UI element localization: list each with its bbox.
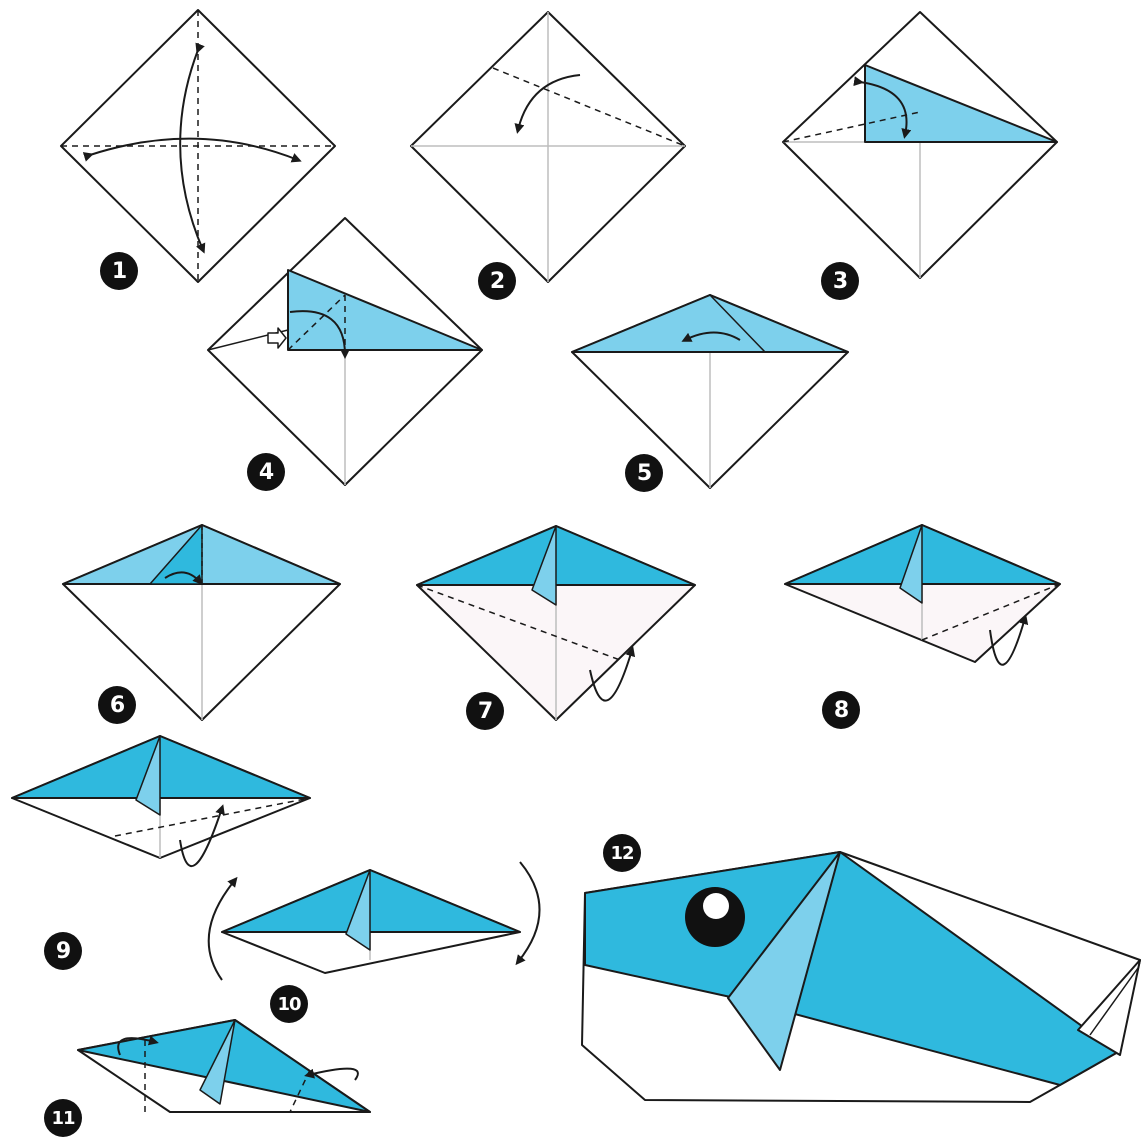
step-number-4: 4 <box>247 453 285 491</box>
step-1-figure <box>61 10 335 282</box>
step-number-12: 12 <box>603 834 641 872</box>
whale-eye-highlight <box>703 893 729 919</box>
step-4-figure <box>208 218 482 485</box>
step-number-10: 10 <box>270 985 308 1023</box>
step-3-figure <box>783 12 1057 278</box>
step-10-figure <box>209 862 540 980</box>
step-5-figure <box>572 295 848 488</box>
step-9-figure <box>12 736 310 866</box>
step-number-1: 1 <box>100 252 138 290</box>
step-number-2: 2 <box>478 262 516 300</box>
step-number-5: 5 <box>625 454 663 492</box>
step-8-figure <box>785 525 1060 665</box>
step-number-7: 7 <box>466 692 504 730</box>
step-11-figure <box>78 1020 370 1112</box>
step-number-6: 6 <box>98 686 136 724</box>
step-number-3: 3 <box>821 262 859 300</box>
step-7-figure <box>417 526 695 720</box>
step-12-whale <box>582 852 1140 1102</box>
step-2-figure <box>411 12 685 282</box>
step-number-11: 11 <box>44 1099 82 1137</box>
step-number-9: 9 <box>44 932 82 970</box>
step-number-8: 8 <box>822 691 860 729</box>
